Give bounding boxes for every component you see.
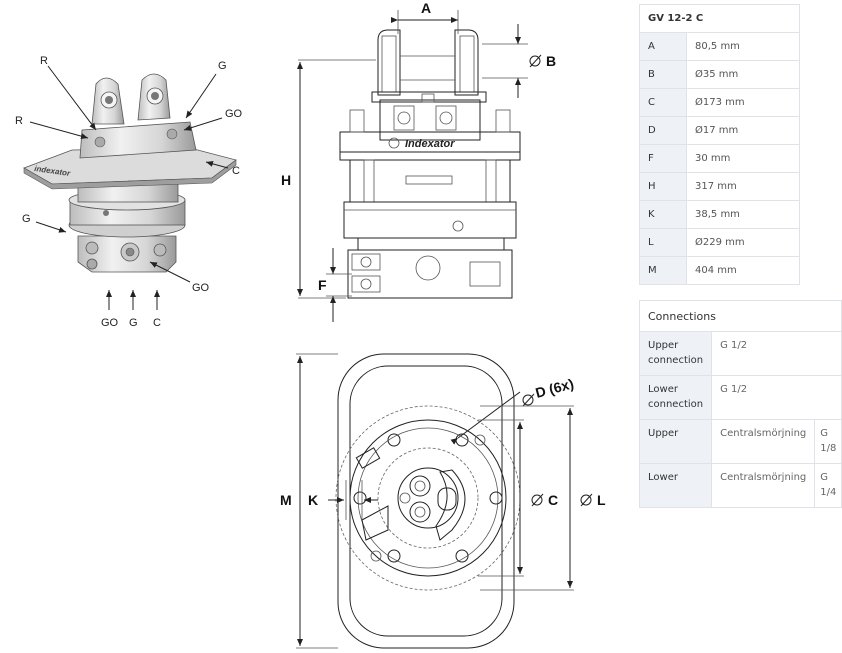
connections-table: Connections Upper connection G 1/2 Lower… xyxy=(638,300,842,508)
dim-label-h: H xyxy=(281,172,291,188)
connection-key: Lower xyxy=(638,463,713,508)
rotator-3d-view: indexator xyxy=(23,73,237,273)
connection-value: G 1/2 xyxy=(711,331,842,376)
front-brand-logo: Indexator xyxy=(405,138,455,150)
label-c-side: C xyxy=(232,165,240,177)
connection-thread: G 1/8 xyxy=(814,419,842,464)
table-row: Upper Centralsmörjning G 1/8 xyxy=(638,419,842,464)
label-r-top: R xyxy=(40,55,48,67)
label-go-top: GO xyxy=(225,108,243,120)
connection-key: Upper xyxy=(638,419,713,464)
left-view-callouts: R R G GO C G GO GO G C xyxy=(15,55,243,329)
dim-value: 404 mm xyxy=(686,256,800,285)
front-dimensions: A B H F xyxy=(281,0,556,322)
dim-label-l: L xyxy=(597,492,606,508)
bottom-plan-view xyxy=(335,353,521,649)
dimensions-table-title: GV 12-2 C xyxy=(639,4,800,33)
dimensions-table-header: GV 12-2 C xyxy=(639,4,800,33)
label-g-bottom: G xyxy=(129,317,138,329)
dim-value: Ø173 mm xyxy=(686,88,800,117)
dim-label-b: B xyxy=(546,53,556,69)
bottom-dimensions: D (6x) C L M K xyxy=(280,353,606,649)
label-go-right: GO xyxy=(192,282,210,294)
dim-key: L xyxy=(639,228,687,257)
connection-key: Lower connection xyxy=(638,375,713,420)
label-r-mid: R xyxy=(15,115,23,127)
dim-label-f: F xyxy=(318,277,327,293)
dim-label-a: A xyxy=(421,0,431,16)
dim-label-k: K xyxy=(308,492,318,508)
connections-table-title: Connections xyxy=(638,300,842,332)
dim-value: Ø229 mm xyxy=(686,228,800,257)
label-g-left: G xyxy=(22,213,31,225)
dim-value: Ø17 mm xyxy=(686,116,800,145)
connections-table-header: Connections xyxy=(638,300,842,332)
dim-key: A xyxy=(639,32,687,61)
dim-value: 38,5 mm xyxy=(686,200,800,229)
table-row: Lower Centralsmörjning G 1/4 xyxy=(638,463,842,508)
dim-value: 80,5 mm xyxy=(686,32,800,61)
connection-value: G 1/2 xyxy=(711,375,842,420)
dim-label-c: C xyxy=(548,492,558,508)
connection-value: Centralsmörjning xyxy=(711,419,816,464)
dim-value: 317 mm xyxy=(686,172,800,201)
label-g-top: G xyxy=(218,60,227,72)
dim-key: M xyxy=(639,256,687,285)
dim-key: D xyxy=(639,116,687,145)
connection-key: Upper connection xyxy=(638,331,713,376)
connection-value: Centralsmörjning xyxy=(711,463,816,508)
label-go-bottom: GO xyxy=(101,317,119,329)
dim-key: F xyxy=(639,144,687,173)
table-row: Lower connection G 1/2 xyxy=(638,375,842,420)
table-row: Upper connection G 1/2 xyxy=(638,331,842,376)
dim-label-d: D (6x) xyxy=(534,375,576,401)
dim-value: 30 mm xyxy=(686,144,800,173)
dim-label-m: M xyxy=(280,492,292,508)
dim-key: H xyxy=(639,172,687,201)
dim-value: Ø35 mm xyxy=(686,60,800,89)
dim-key: K xyxy=(639,200,687,229)
dim-key: B xyxy=(639,60,687,89)
connection-thread: G 1/4 xyxy=(814,463,842,508)
label-c-bottom: C xyxy=(153,317,161,329)
dim-key: C xyxy=(639,88,687,117)
front-elevation-view: Indexator xyxy=(339,29,521,299)
